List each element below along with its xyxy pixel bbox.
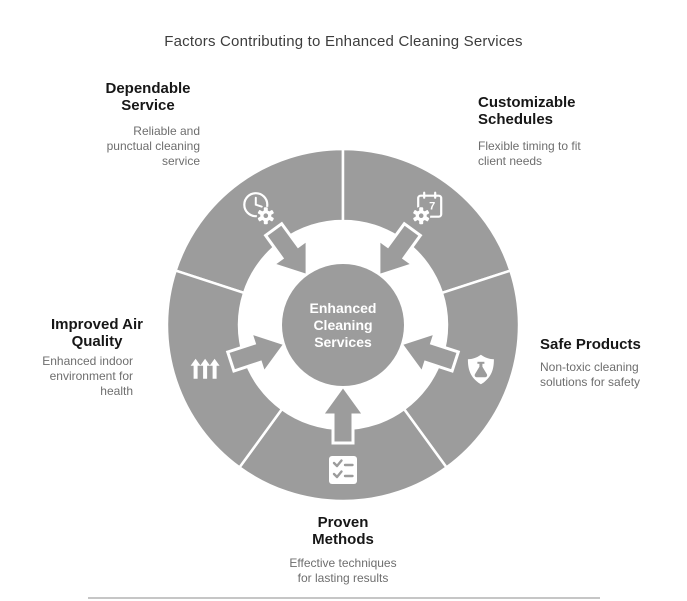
checklist-icon <box>329 456 357 484</box>
arrow-inward-icon <box>225 330 288 377</box>
segment-description-proven-methods: Effective techniques for lasting results <box>289 556 397 585</box>
bottom-divider <box>88 597 600 599</box>
page-title: Factors Contributing to Enhanced Cleanin… <box>164 33 523 50</box>
segment-safe-products <box>402 269 521 470</box>
center-label-group: Enhanced Cleaning Services <box>310 300 377 350</box>
segment-heading-safe-products: Safe Products <box>540 336 641 353</box>
segment-heading-improved-air-quality: Improved Air Quality <box>51 316 143 350</box>
segment-description-customizable-schedules: Flexible timing to fit client needs <box>478 139 581 168</box>
segment-heading-customizable-schedules: Customizable Schedules <box>478 94 576 128</box>
segment-description-safe-products: Non-toxic cleaning solutions for safety <box>540 360 641 389</box>
arrow-inward-icon <box>263 221 309 278</box>
segment-description-dependable-service: Reliable and punctual cleaning service <box>106 124 200 168</box>
calendar-gear-icon: 7 <box>412 191 443 225</box>
arrow-inward-icon <box>319 383 367 445</box>
segment-improved-air-quality <box>165 269 284 470</box>
segment-heading-dependable-service: Dependable Service <box>105 80 191 114</box>
segment-description-improved-air-quality: Enhanced indoor environment for health <box>42 354 133 398</box>
svg-text:7: 7 <box>429 201 435 213</box>
segment-proven-methods <box>237 407 449 503</box>
segment-heading-proven-methods: Proven Methods <box>312 514 374 548</box>
wheel-shapes: 7 <box>165 147 521 503</box>
center-label-line1: Enhanced <box>310 300 377 316</box>
center-circle <box>282 264 404 386</box>
center-label-line2: Cleaning <box>313 317 372 333</box>
shield-icon <box>467 354 494 385</box>
arrow-inward-icon <box>398 330 461 377</box>
arrows-up-icon <box>190 358 220 379</box>
arrow-inward-icon <box>377 221 423 278</box>
center-label-line3: Services <box>314 334 372 350</box>
clock-gear-icon <box>243 192 275 225</box>
